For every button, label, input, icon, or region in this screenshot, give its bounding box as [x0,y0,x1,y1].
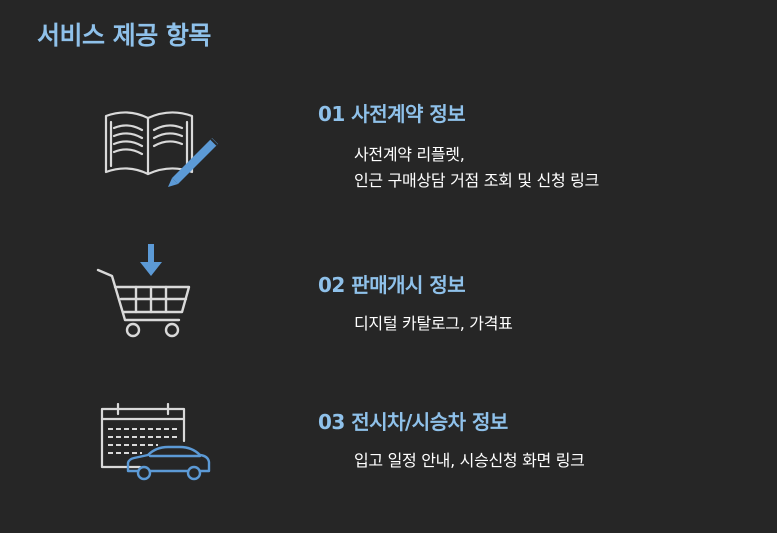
calendar-car-icon [100,403,211,481]
item-description: 사전계약 리플렛, 인근 구매상담 거점 조회 및 신청 링크 [354,142,599,194]
item-title: 01 사전계약 정보 [318,102,466,126]
item-title: 02 판매개시 정보 [318,273,466,297]
shopping-cart-download-icon [96,244,191,338]
item-description: 디지털 카탈로그, 가격표 [354,311,513,337]
item-description-line: 디지털 카탈로그, 가격표 [354,314,513,333]
item-description: 입고 일정 안내, 시승신청 화면 링크 [354,448,585,474]
item-description-line: 사전계약 리플렛, [354,145,465,164]
open-book-pencil-icon [104,111,218,187]
item-description-line: 입고 일정 안내, 시승신청 화면 링크 [354,451,585,470]
page-title: 서비스 제공 항목 [37,21,211,50]
item-title: 03 전시차/시승차 정보 [318,410,508,434]
item-description-line: 인근 구매상담 거점 조회 및 신청 링크 [354,171,600,190]
